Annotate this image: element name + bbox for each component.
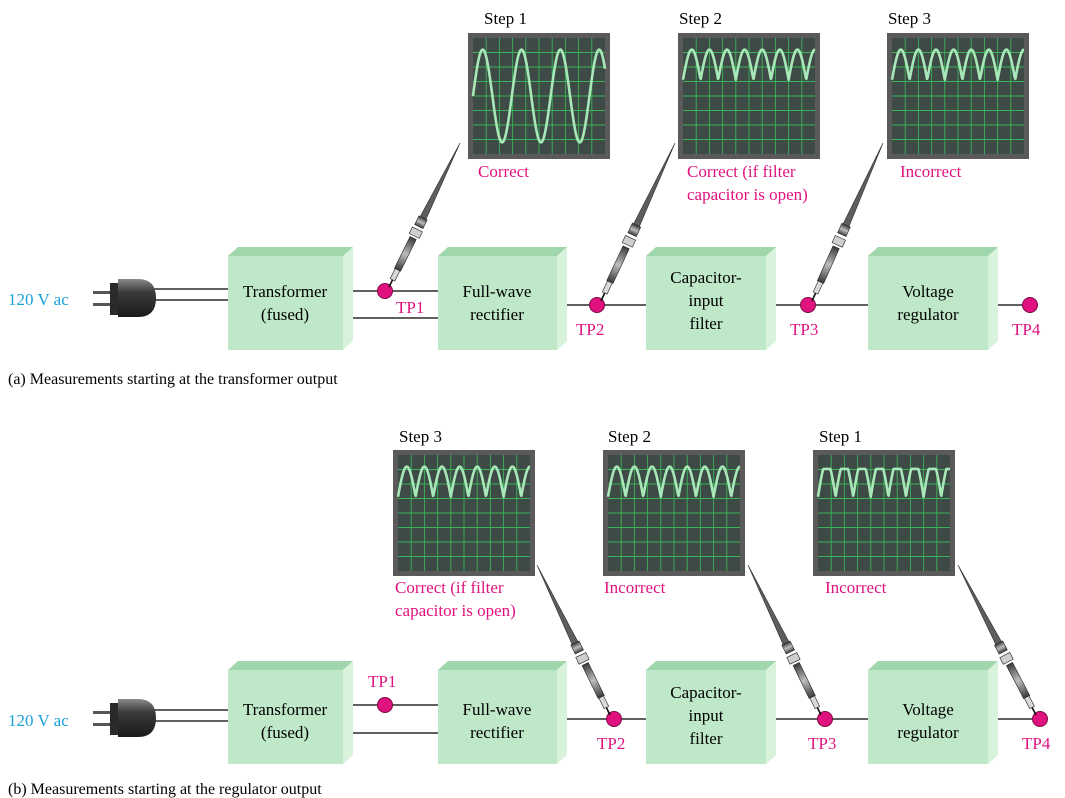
- filter-label-line2: input: [689, 706, 724, 725]
- scope-b2-status-line1: Incorrect: [604, 578, 666, 597]
- regulator-label-line2: regulator: [897, 723, 959, 742]
- transformer-block: Transformer (fused): [228, 661, 353, 764]
- scope-a2: [678, 33, 820, 159]
- scope-b2: [603, 450, 745, 576]
- rectifier-label-line1: Full-wave: [463, 700, 532, 719]
- filter-block: Capacitor- input filter: [646, 661, 776, 764]
- transformer-label-line1: Transformer: [243, 700, 328, 719]
- filter-label-line2: input: [689, 291, 724, 310]
- scope-a1-step: Step 1: [484, 9, 527, 28]
- scope-b3-status-line1: Incorrect: [825, 578, 887, 597]
- scope-b1-status-line2: capacitor is open): [395, 601, 516, 620]
- filter-label-line3: filter: [689, 314, 722, 333]
- tp2-label: TP2: [576, 320, 604, 339]
- scope-b1-step: Step 3: [399, 427, 442, 446]
- scope-waveform: [890, 48, 1025, 82]
- probe-body: [747, 564, 822, 716]
- scope-graticule: [892, 38, 1024, 154]
- rectifier-block: Full-wave rectifier: [438, 661, 567, 764]
- probe-a3[interactable]: [807, 141, 888, 304]
- rectifier-label-line1: Full-wave: [463, 282, 532, 301]
- filter-label-line1: Capacitor-: [670, 268, 742, 287]
- panel-a: 120 V ac Transformer (fused) Full-wave r…: [8, 9, 1041, 388]
- scope-a3-step: Step 3: [888, 9, 931, 28]
- scope-b1: [393, 450, 535, 576]
- scope-b1-status-line1: Correct (if filter: [395, 578, 504, 597]
- probe-a2[interactable]: [596, 141, 680, 304]
- testpoint-tp2[interactable]: [606, 711, 622, 727]
- regulator-block: Voltage regulator: [868, 661, 998, 764]
- scope-waveform: [681, 48, 816, 82]
- scope-a2-step: Step 2: [679, 9, 722, 28]
- probe-body: [957, 564, 1037, 716]
- scope-b2-step: Step 2: [608, 427, 651, 446]
- probe-b3[interactable]: [953, 562, 1041, 717]
- tp3-label: TP3: [790, 320, 818, 339]
- rectifier-block: Full-wave rectifier: [438, 247, 567, 350]
- transformer-label-line1: Transformer: [243, 282, 328, 301]
- tp4-label: TP4: [1012, 320, 1041, 339]
- probe-body: [600, 142, 676, 302]
- scope-a1: [468, 33, 610, 159]
- regulator-label-line1: Voltage: [902, 282, 954, 301]
- tp1-label: TP1: [396, 298, 424, 317]
- testpoint-tp3[interactable]: [800, 297, 816, 313]
- tp1-label: TP1: [368, 672, 396, 691]
- scope-a2-status-line1: Correct (if filter: [687, 162, 796, 181]
- testpoint-tp1[interactable]: [377, 283, 393, 299]
- transformer-block: Transformer (fused): [228, 247, 353, 350]
- scope-waveform: [606, 465, 741, 499]
- scope-b3-step: Step 1: [819, 427, 862, 446]
- scope-waveform: [816, 467, 951, 499]
- scope-waveform: [471, 48, 607, 144]
- regulator-label-line1: Voltage: [902, 700, 954, 719]
- filter-label-line1: Capacitor-: [670, 683, 742, 702]
- tp3-label: TP3: [808, 734, 836, 753]
- scope-a3-status-line1: Incorrect: [900, 162, 962, 181]
- panel-a-caption: (a) Measurements starting at the transfo…: [8, 371, 338, 388]
- filter-block: Capacitor- input filter: [646, 247, 776, 350]
- regulator-block: Voltage regulator: [868, 247, 998, 350]
- source-label: 120 V ac: [8, 711, 69, 730]
- source-label: 120 V ac: [8, 290, 69, 309]
- transformer-label-line2: (fused): [261, 305, 309, 324]
- testpoint-tp1[interactable]: [377, 697, 393, 713]
- probe-b1[interactable]: [532, 563, 615, 718]
- scope-graticule: [683, 38, 815, 154]
- testpoint-tp2[interactable]: [589, 297, 605, 313]
- probe-b2[interactable]: [743, 563, 826, 718]
- probe-a1[interactable]: [384, 141, 465, 290]
- tp4-label: TP4: [1022, 734, 1051, 753]
- scope-a1-status-line1: Correct: [478, 162, 529, 181]
- testpoint-tp3[interactable]: [817, 711, 833, 727]
- probe-body: [536, 564, 611, 716]
- transformer-label-line2: (fused): [261, 723, 309, 742]
- probe-body: [388, 142, 461, 288]
- power-plug-icon: [93, 699, 156, 737]
- tp2-label: TP2: [597, 734, 625, 753]
- panel-b-caption: (b) Measurements starting at the regulat…: [8, 781, 322, 798]
- probe-body: [811, 142, 884, 302]
- power-plug-icon: [93, 279, 156, 317]
- scope-waveform: [396, 465, 531, 499]
- scope-a3: [887, 33, 1029, 159]
- filter-label-line3: filter: [689, 729, 722, 748]
- scope-b3: [813, 450, 955, 576]
- panel-b: 120 V ac Transformer (fused) Full-wave r…: [8, 427, 1051, 798]
- rectifier-label-line2: rectifier: [470, 723, 524, 742]
- testpoint-tp4[interactable]: [1032, 711, 1048, 727]
- rectifier-label-line2: rectifier: [470, 305, 524, 324]
- regulator-label-line2: regulator: [897, 305, 959, 324]
- testpoint-tp4[interactable]: [1022, 297, 1038, 313]
- scope-a2-status-line2: capacitor is open): [687, 185, 808, 204]
